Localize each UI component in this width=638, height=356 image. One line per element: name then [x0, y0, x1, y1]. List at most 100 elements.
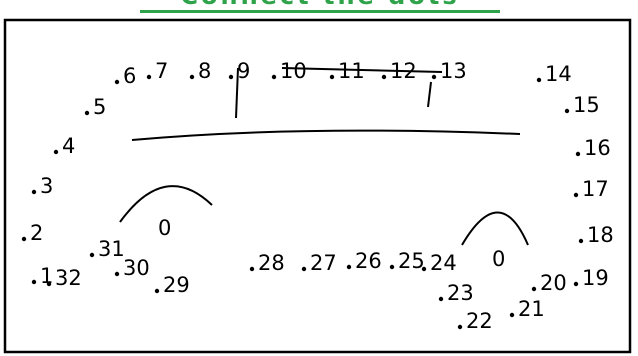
dot-number-label: 23	[447, 281, 474, 305]
dot-21[interactable]: 21	[509, 297, 545, 321]
dot-point[interactable]	[346, 264, 352, 270]
dot-number-label: 10	[280, 59, 307, 83]
dot-point[interactable]	[389, 264, 395, 270]
dot-13[interactable]: 13	[431, 59, 467, 83]
dot-point[interactable]	[531, 286, 537, 292]
dot-17[interactable]: 17	[573, 177, 609, 201]
dot-point[interactable]	[381, 74, 387, 80]
dot-26[interactable]: 26	[346, 249, 382, 273]
dot-19[interactable]: 19	[573, 266, 609, 290]
dot-point[interactable]	[421, 266, 427, 272]
dot-7[interactable]: 7	[146, 59, 169, 83]
dot-18[interactable]: 18	[578, 223, 614, 247]
dot-number-label: 31	[98, 237, 125, 261]
dot-point[interactable]	[53, 149, 59, 155]
dot-number-label: 26	[355, 249, 382, 273]
dot-12[interactable]: 12	[381, 59, 417, 83]
dot-number-label: 18	[587, 223, 614, 247]
dot-2[interactable]: 2	[21, 221, 44, 245]
dot-number-label: 32	[55, 266, 82, 290]
body-line-stroke	[131, 129, 521, 141]
dot-23[interactable]: 23	[438, 281, 474, 305]
dot-number-label: 12	[390, 59, 417, 83]
dot-22[interactable]: 22	[457, 309, 493, 333]
dot-number-label: 5	[93, 95, 106, 119]
front-wheel-center: 0	[158, 216, 171, 240]
dot-6[interactable]: 6	[114, 64, 137, 88]
dot-number-label: 6	[123, 64, 136, 88]
dot-29[interactable]: 29	[154, 273, 190, 297]
dot-9[interactable]: 9	[228, 59, 251, 83]
dot-point[interactable]	[89, 252, 95, 258]
dot-point[interactable]	[573, 192, 579, 198]
dot-25[interactable]: 25	[389, 249, 425, 273]
dot-point[interactable]	[114, 271, 120, 277]
dot-number-label: 7	[155, 59, 168, 83]
dot-15[interactable]: 15	[564, 93, 600, 117]
dot-5[interactable]: 5	[84, 95, 107, 119]
dot-number-label: 3	[40, 174, 53, 198]
dot-point[interactable]	[228, 74, 234, 80]
dot-point[interactable]	[31, 279, 37, 285]
dot-number-label: 29	[163, 273, 190, 297]
dot-number-label: 9	[237, 59, 250, 83]
dot-14[interactable]: 14	[536, 62, 572, 86]
dot-16[interactable]: 16	[575, 136, 611, 160]
dot-24[interactable]: 24	[421, 251, 457, 275]
dot-number-label: 14	[545, 62, 572, 86]
dot-27[interactable]: 27	[301, 251, 337, 275]
dot-number-label: 28	[258, 251, 285, 275]
dot-point[interactable]	[578, 238, 584, 244]
dot-number-label: 17	[582, 177, 609, 201]
dot-point[interactable]	[536, 77, 542, 83]
dot-number-label: 8	[198, 59, 211, 83]
dot-point[interactable]	[249, 266, 255, 272]
dot-number-label: 1	[40, 264, 53, 288]
rear-wheel-center: 0	[492, 247, 505, 271]
dot-number-label: 22	[466, 309, 493, 333]
dot-31[interactable]: 31	[89, 237, 125, 261]
dot-number-label: 27	[310, 251, 337, 275]
dot-point[interactable]	[301, 266, 307, 272]
dot-point[interactable]	[457, 324, 463, 330]
dot-20[interactable]: 20	[531, 271, 567, 295]
dot-1[interactable]: 1	[31, 264, 54, 288]
dot-number-label: 16	[584, 136, 611, 160]
dot-32[interactable]: 32	[46, 266, 82, 290]
dot-number-label: 24	[430, 251, 457, 275]
dot-point[interactable]	[114, 79, 120, 85]
dot-4[interactable]: 4	[53, 134, 76, 158]
dot-point[interactable]	[84, 110, 90, 116]
dot-number-label: 20	[540, 271, 567, 295]
dot-point[interactable]	[154, 288, 160, 294]
dot-number-label: 21	[518, 297, 545, 321]
dot-number-label: 25	[398, 249, 425, 273]
dot-3[interactable]: 3	[31, 174, 54, 198]
dot-point[interactable]	[189, 74, 195, 80]
dot-number-label: 11	[338, 59, 365, 83]
dot-point[interactable]	[431, 74, 437, 80]
dot-point[interactable]	[573, 281, 579, 287]
board-frame	[3, 18, 632, 354]
dot-point[interactable]	[438, 296, 444, 302]
dot-11[interactable]: 11	[329, 59, 365, 83]
dot-point[interactable]	[564, 108, 570, 114]
dot-point[interactable]	[575, 151, 581, 157]
dot-point[interactable]	[509, 312, 515, 318]
dot-number-label: 2	[30, 221, 43, 245]
dot-8[interactable]: 8	[189, 59, 212, 83]
dot-30[interactable]: 30	[114, 256, 150, 280]
dot-28[interactable]: 28	[249, 251, 285, 275]
dot-point[interactable]	[146, 74, 152, 80]
dot-point[interactable]	[31, 189, 37, 195]
dot-point[interactable]	[21, 236, 27, 242]
dot-10[interactable]: 10	[271, 59, 307, 83]
dot-point[interactable]	[271, 74, 277, 80]
dot-number-label: 15	[573, 93, 600, 117]
dot-point[interactable]	[46, 281, 52, 287]
dot-point[interactable]	[329, 74, 335, 80]
page-title: Connect the dots	[140, 0, 500, 13]
dot-number-label: 30	[123, 256, 150, 280]
